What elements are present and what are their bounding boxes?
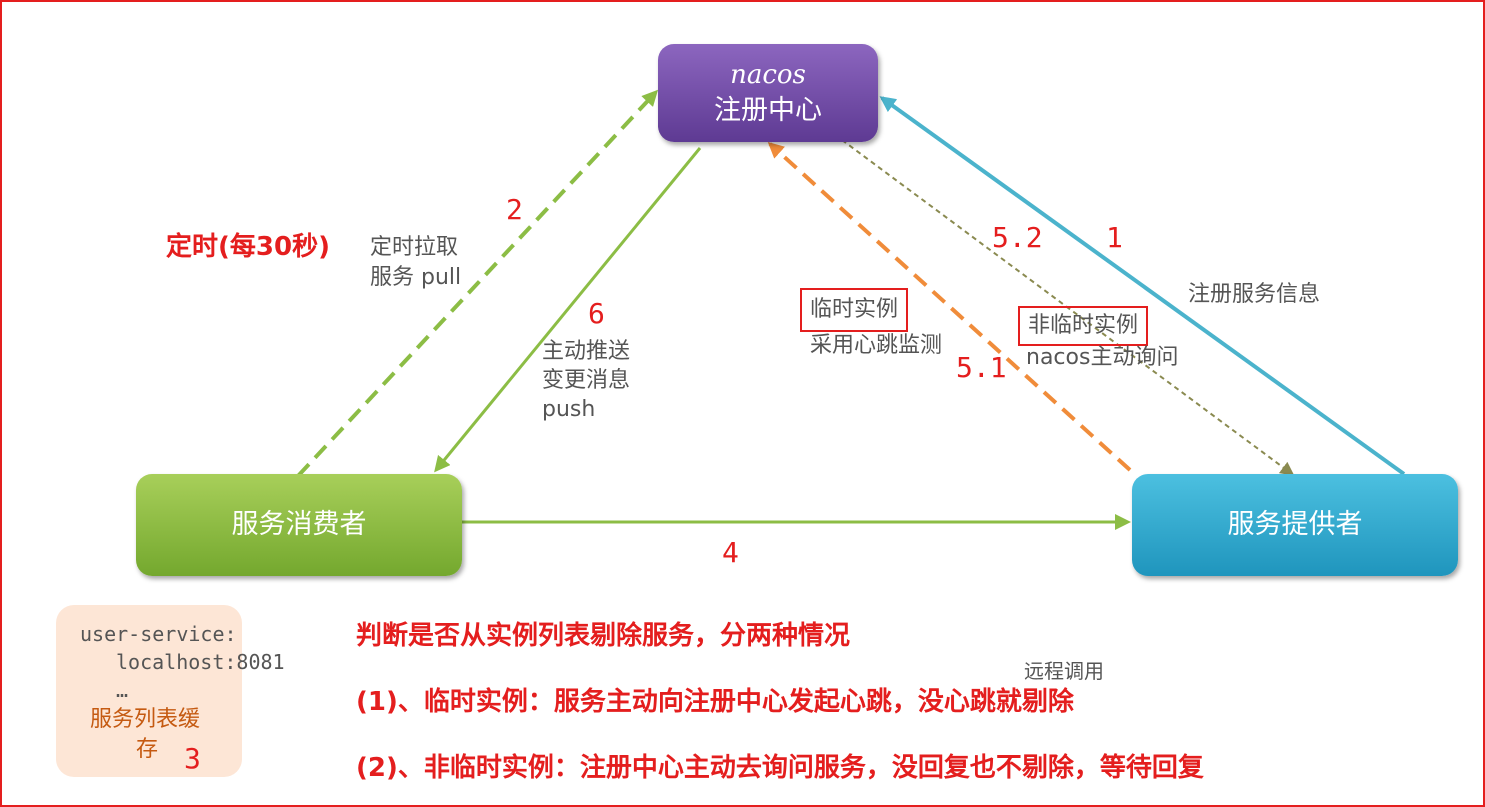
eviction-note-title: 判断是否从实例列表剔除服务，分两种情况: [356, 621, 851, 651]
consumer-label: 服务消费者: [231, 509, 367, 540]
step-2-interval: 定时(每30秒): [166, 232, 330, 262]
step-2-text-2: 服务 pull: [370, 265, 462, 290]
step-4-text: 远程调用: [1024, 659, 1104, 683]
service-consumer-node: 服务消费者: [136, 474, 462, 576]
nacos-title: nacos: [730, 60, 806, 90]
step-5-1-number: 5.1: [956, 351, 1007, 384]
step-6-text-3: push: [542, 397, 596, 422]
service-provider-node: 服务提供者: [1132, 474, 1458, 576]
nacos-registry-node: nacos 注册中心: [658, 44, 878, 142]
eviction-note-persistent: (2)、非临时实例：注册中心主动去询问服务，没回复也不剔除，等待回复: [356, 753, 1204, 783]
step-6-number: 6: [588, 297, 605, 330]
cache-label-1: 服务列表缓: [90, 707, 201, 732]
step-1-text: 注册服务信息: [1188, 282, 1321, 307]
step-1-number: 1: [1106, 221, 1123, 254]
step-3-number: 3: [184, 742, 201, 775]
step-5-2-number: 5.2: [992, 221, 1043, 254]
persistent-instance-text: nacos主动询问: [1026, 345, 1179, 370]
service-list-cache: user-service: localhost:8081 … 服务列表缓 存 3: [56, 605, 285, 777]
arrow-register: [879, 96, 1406, 476]
provider-label: 服务提供者: [1227, 509, 1363, 540]
cache-label-2: 存: [136, 737, 159, 762]
arrow-pull: [296, 89, 659, 478]
arrow-push: [434, 147, 702, 473]
cache-service-name: user-service:: [80, 622, 237, 646]
cache-ellipsis: …: [116, 678, 129, 702]
cache-service-address: localhost:8081: [116, 650, 285, 674]
nacos-subtitle: 注册中心: [714, 95, 822, 126]
temporary-instance-text: 采用心跳监测: [810, 333, 943, 358]
persistent-instance-label: 非临时实例: [1018, 306, 1149, 346]
step-4-number: 4: [722, 536, 739, 569]
step-2-number: 2: [506, 193, 523, 226]
eviction-note-temporary: (1)、临时实例：服务主动向注册中心发起心跳，没心跳就剔除: [356, 687, 1074, 717]
arrow-heartbeat: [767, 141, 1132, 472]
temporary-instance-label: 临时实例: [800, 288, 909, 332]
step-6-text-2: 变更消息: [542, 368, 631, 393]
step-6-text-1: 主动推送: [542, 339, 631, 364]
step-2-text-1: 定时拉取: [370, 235, 459, 260]
